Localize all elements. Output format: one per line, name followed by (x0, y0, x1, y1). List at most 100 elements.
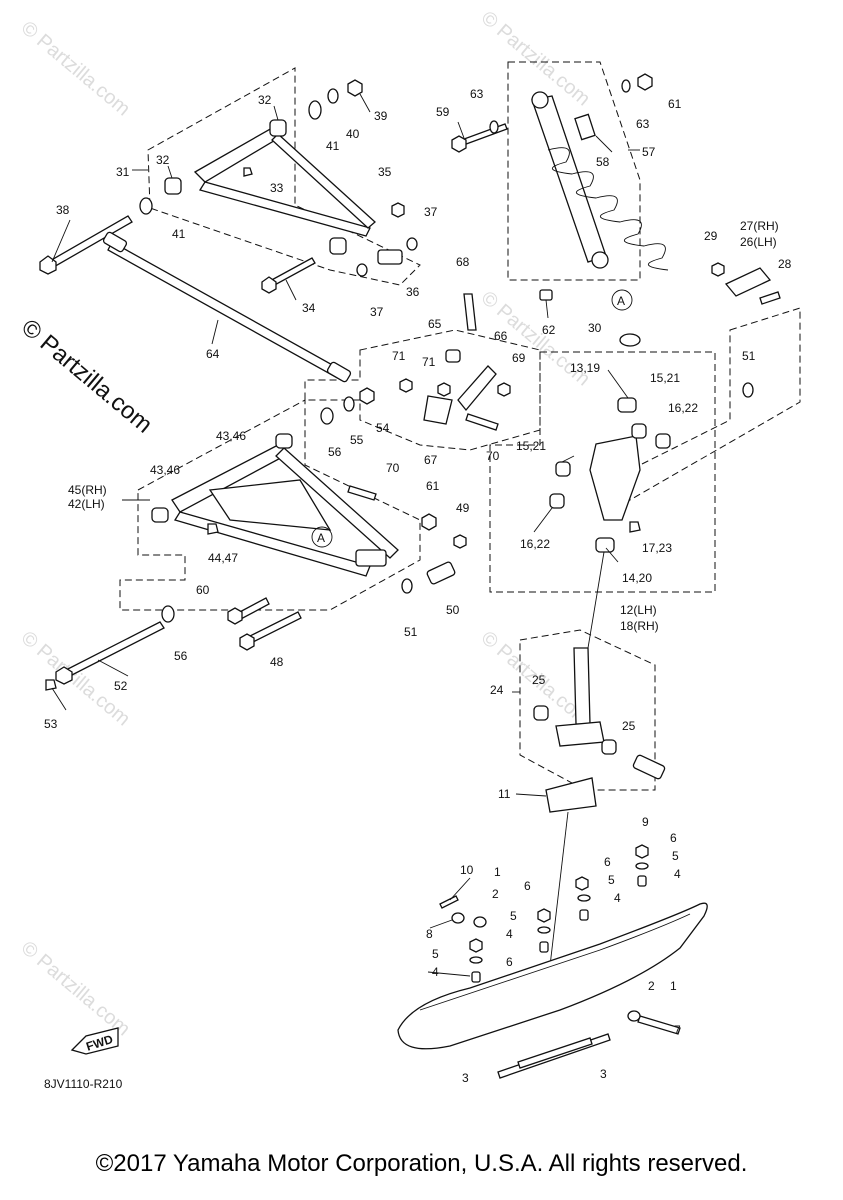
ref-circle-a-bottom (311, 526, 333, 548)
callout: 6 (604, 855, 611, 869)
callout: 6 (670, 831, 677, 845)
callout: 40 (346, 127, 360, 141)
callout: 12(LH) (620, 603, 657, 617)
callout: 61 (668, 97, 682, 111)
collar-50 (426, 561, 456, 585)
tie-rod-end (326, 361, 352, 383)
callout: 15,21 (650, 371, 680, 385)
bushing-36 (329, 237, 347, 255)
diagram-code: 8JV1110-R210 (44, 1077, 123, 1091)
callout: 36 (406, 285, 420, 299)
pin-10 (439, 895, 459, 909)
callout: 41 (172, 227, 186, 241)
shock-absorber: A (451, 73, 669, 311)
callout: 4 (614, 891, 621, 905)
nut-61 (421, 513, 437, 531)
washer-5 (577, 894, 591, 902)
callout: 34 (302, 301, 316, 315)
spring-coils (547, 147, 669, 271)
callout: 9 (642, 815, 649, 829)
lower-a-arm: A (45, 387, 467, 691)
leader-lines (51, 93, 640, 977)
callout: 52 (114, 679, 128, 693)
washer-5 (635, 862, 649, 870)
collar-9 (632, 754, 666, 780)
collar-36 (377, 249, 403, 265)
washer-63 (621, 79, 631, 93)
washer-40 (327, 88, 339, 104)
lower-arm-tube (173, 511, 371, 577)
callout: 32 (258, 93, 272, 107)
callout: 56 (328, 445, 342, 459)
nut-61 (637, 73, 653, 91)
callout: 51 (742, 349, 756, 363)
washer-63 (489, 120, 499, 134)
callout: 62 (542, 323, 556, 337)
ref-a-label: A (617, 294, 625, 308)
bushing-2 (627, 1010, 641, 1022)
bushing-16 (549, 493, 565, 509)
bushing-13 (617, 397, 637, 413)
washer-56 (320, 407, 334, 425)
linkage-box (304, 329, 541, 451)
callout: 37 (370, 305, 384, 319)
linkage-assembly (347, 293, 511, 501)
bracket (355, 549, 387, 567)
callout: 49 (456, 501, 470, 515)
stud-4 (637, 875, 647, 887)
upper-arm-tube (198, 181, 371, 237)
washer-37 (356, 263, 368, 277)
callout: 63 (470, 87, 484, 101)
callout: 27(RH) (740, 219, 779, 233)
ski-assembly (397, 844, 708, 1079)
callout: 7 (674, 1023, 681, 1037)
grease-nipple-17 (629, 521, 641, 533)
bushing-43 (151, 507, 169, 523)
callout: 57 (642, 145, 656, 159)
callout: 70 (486, 449, 500, 463)
tie-rod-end (102, 231, 128, 253)
washer-51 (401, 578, 413, 594)
copyright-notice: ©2017 Yamaha Motor Corporation, U.S.A. A… (95, 1150, 748, 1177)
callout: 39 (374, 109, 388, 123)
nut-71 (399, 378, 413, 393)
upper-arm-tube (271, 133, 376, 229)
bushing-15 (555, 461, 571, 477)
callout: 71 (422, 355, 436, 369)
stabilizer-link-66 (457, 365, 497, 412)
bolt-head (39, 255, 57, 275)
watermark-large: © Partzilla.com (16, 314, 157, 439)
callout: 11 (498, 787, 511, 801)
callout: 43,46 (150, 463, 180, 477)
collar-65 (445, 349, 461, 363)
callout: 38 (56, 203, 70, 217)
bolt-head (451, 135, 467, 153)
bushing-25 (601, 739, 617, 755)
callout: 3 (462, 1071, 469, 1085)
bolt-68 (463, 293, 477, 331)
stud-4 (579, 909, 589, 921)
lower-arm-tube (275, 447, 399, 559)
callout: 6 (506, 955, 513, 969)
callout: 64 (206, 347, 220, 361)
callout: 66 (494, 329, 508, 343)
damper-11 (545, 777, 597, 813)
callout: 70 (386, 461, 400, 475)
callout: 63 (636, 117, 650, 131)
callout: 53 (44, 717, 58, 731)
ski-runner-3 (517, 1037, 593, 1069)
upper-a-arm (39, 79, 418, 294)
callout: 16,22 (668, 401, 698, 415)
callout: 65 (428, 317, 442, 331)
callout: 31 (116, 165, 130, 179)
tie-rod (102, 231, 352, 383)
callout: 15,21 (516, 439, 546, 453)
callout: 26(LH) (740, 235, 777, 249)
spindle-box (489, 351, 716, 593)
bolt-head (55, 666, 73, 685)
callout: 67 (424, 453, 438, 467)
callout: 56 (174, 649, 188, 663)
bushing-15 (631, 423, 647, 439)
shock-body (531, 95, 607, 263)
callout: 71 (392, 349, 406, 363)
